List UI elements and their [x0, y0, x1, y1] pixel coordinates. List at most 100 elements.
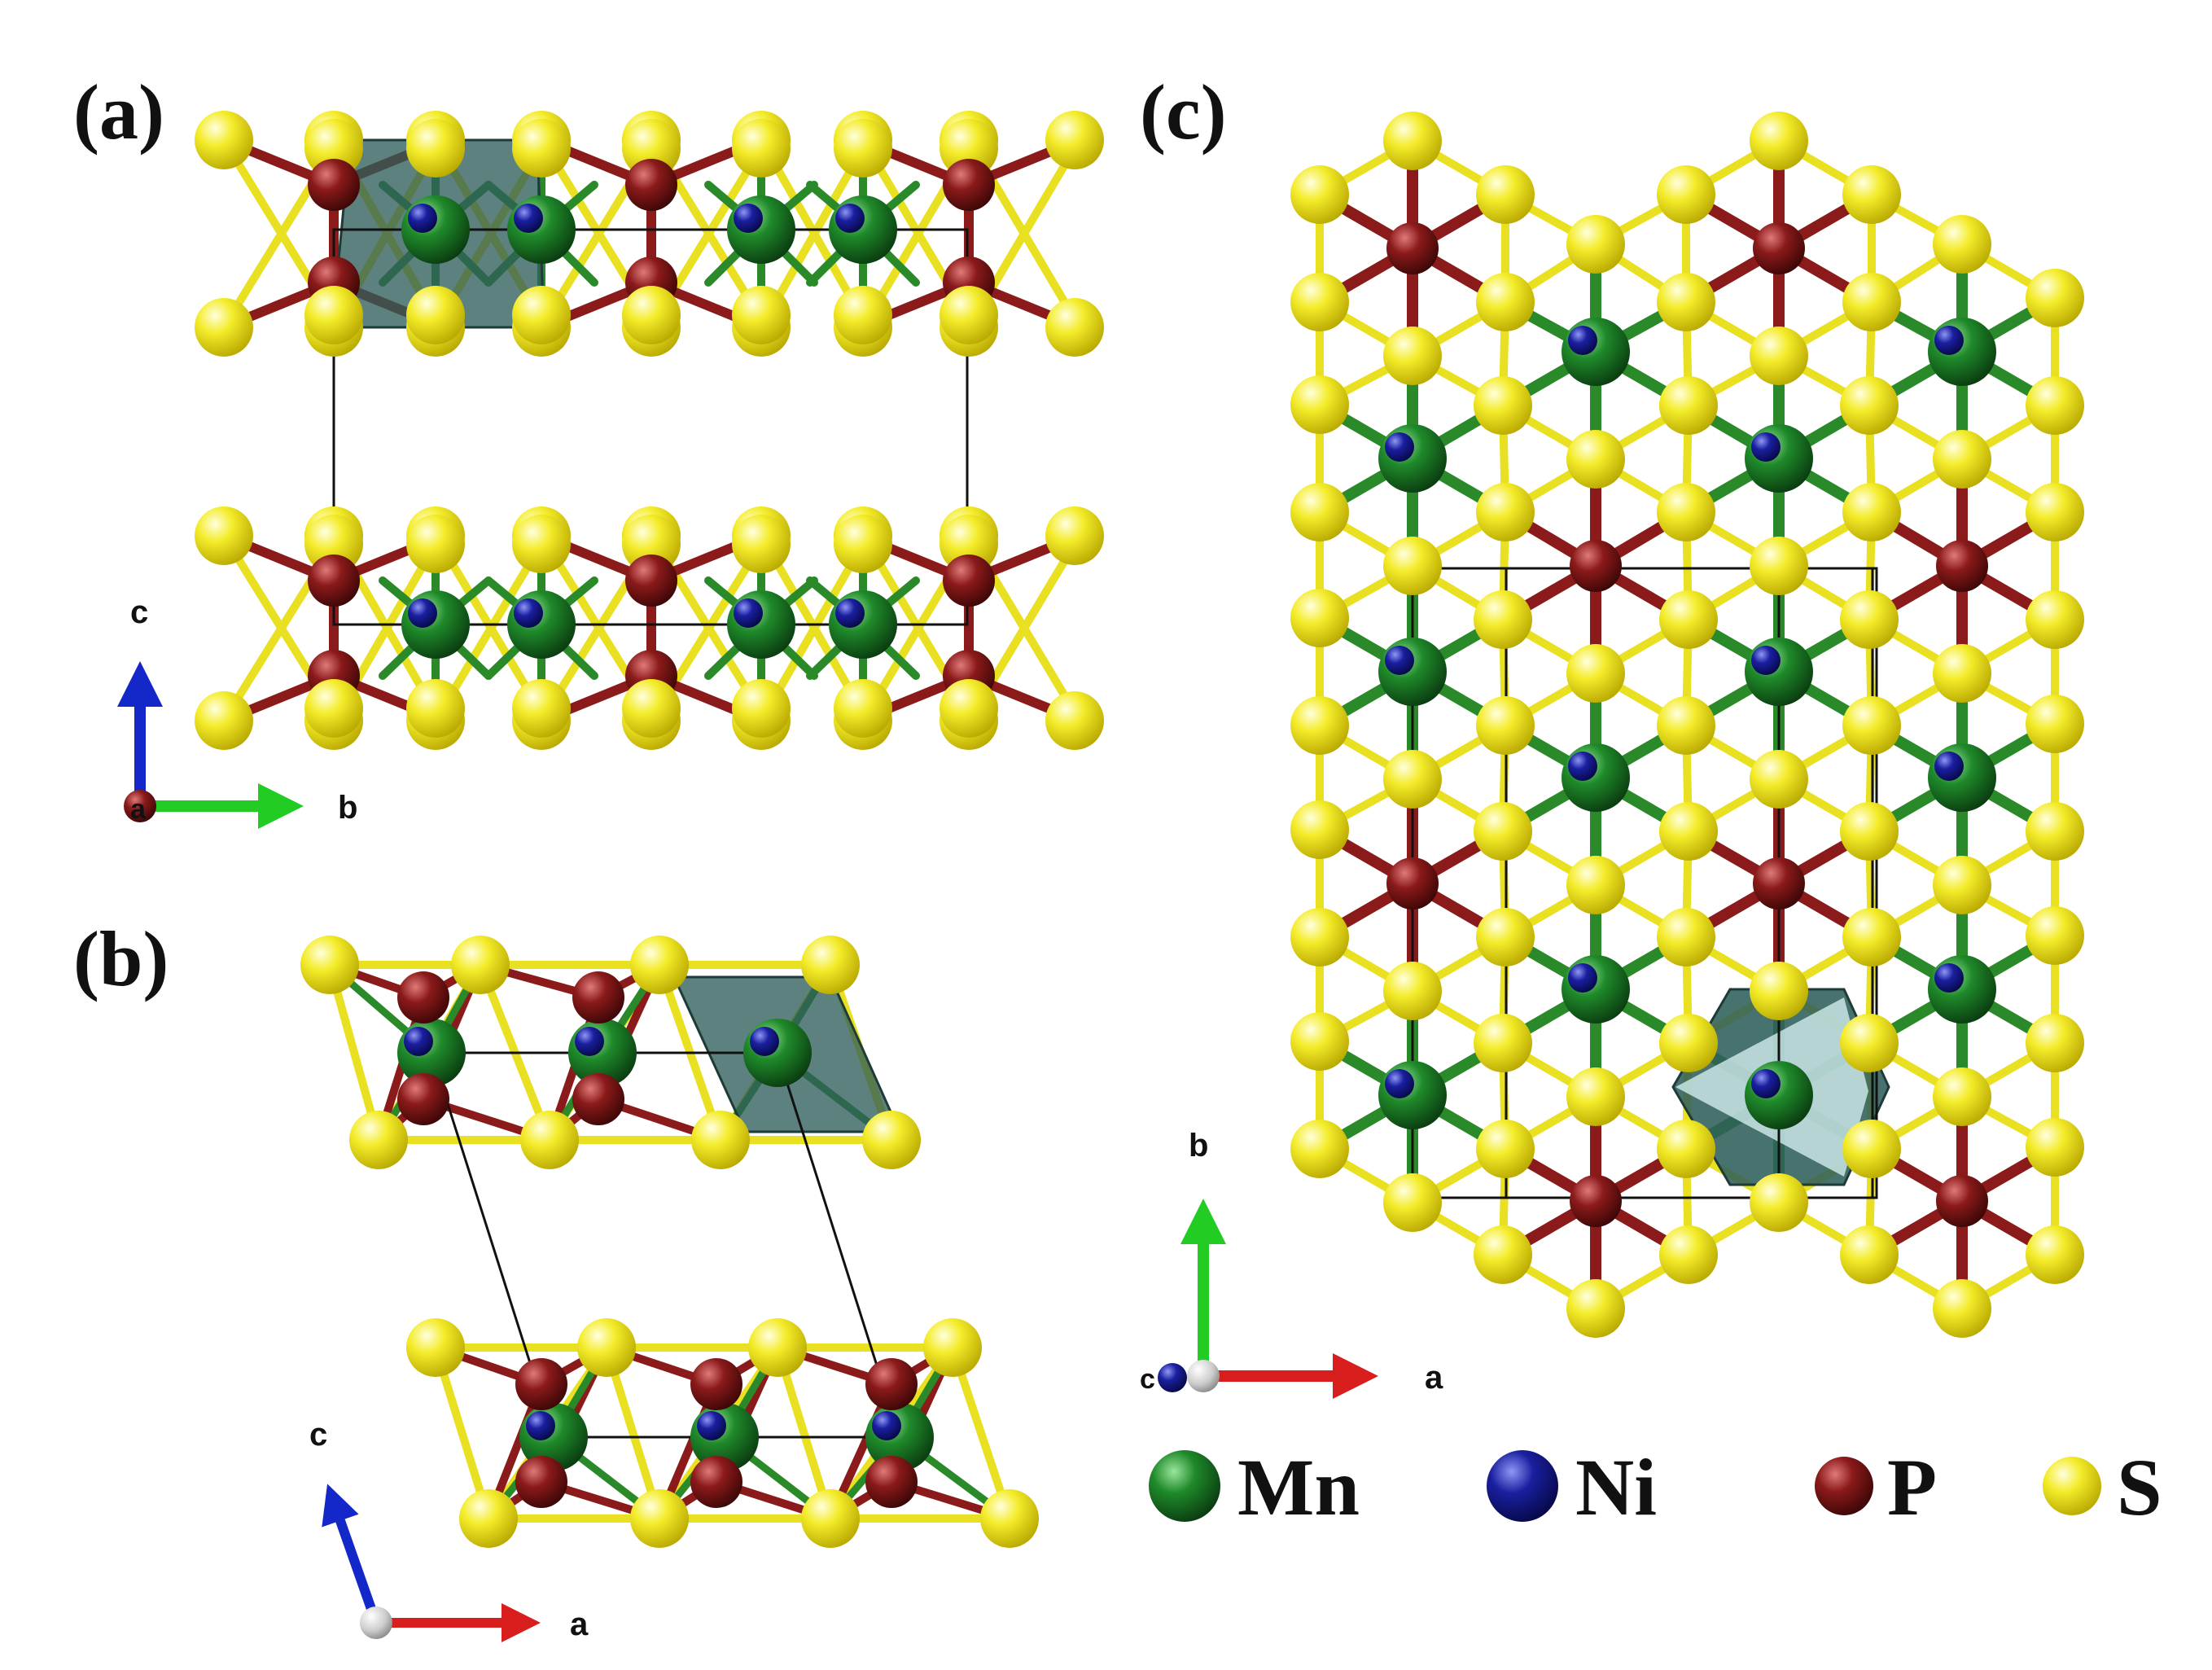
s-atom: [1840, 590, 1899, 649]
s-atom: [2026, 695, 2084, 753]
p-atom: [308, 554, 360, 607]
p-atom: [865, 1456, 918, 1508]
mn-atom: [1928, 743, 1996, 812]
s-atom: [1383, 537, 1442, 595]
p-atom: [865, 1358, 918, 1410]
s-atom: [2026, 269, 2084, 327]
p-atom: [308, 159, 360, 211]
s-atom: [1476, 165, 1535, 224]
s-atom: [1659, 376, 1718, 435]
p-atom: [690, 1456, 742, 1508]
s-atom: [2026, 376, 2084, 435]
mn-atom: [1378, 424, 1447, 493]
s-atom: [1290, 696, 1349, 755]
s-atom: [1383, 962, 1442, 1020]
ni-site-marker: [1568, 963, 1597, 993]
s-atom: [1933, 1279, 1991, 1338]
s-atom: [406, 1318, 465, 1377]
mn-atom: [727, 590, 795, 659]
mn-atom: [829, 590, 897, 659]
s-atom: [406, 679, 465, 738]
s-atom: [512, 119, 571, 178]
ni-site-marker: [404, 1027, 433, 1056]
legend-swatch-mn: [1149, 1450, 1220, 1522]
s-atom: [732, 119, 791, 178]
panel-b-atoms: [300, 936, 1039, 1548]
p-atom: [1936, 540, 1988, 592]
s-atom: [1383, 327, 1442, 385]
p-atom: [943, 159, 995, 211]
s-atom: [1933, 215, 1991, 274]
p-atom: [1386, 857, 1439, 910]
s-atom: [732, 286, 791, 344]
s-atom: [1657, 165, 1715, 224]
legend-swatch-ni: [1487, 1450, 1558, 1522]
panel-b-structure: [300, 936, 1039, 1548]
s-atom: [577, 1318, 636, 1377]
s-atom: [195, 111, 253, 169]
s-atom: [406, 119, 465, 178]
panel-c-structure: [1290, 112, 2084, 1338]
s-atom: [732, 515, 791, 573]
legend-swatch-p: [1815, 1457, 1873, 1515]
s-atom: [834, 119, 892, 178]
s-atom: [1566, 644, 1625, 703]
panel-a-structure: [195, 111, 1104, 750]
mn-atom: [743, 1019, 812, 1087]
s-atom: [1933, 1067, 1991, 1126]
mn-atom: [401, 590, 470, 659]
s-atom: [1290, 165, 1349, 224]
p-atom: [572, 1073, 624, 1125]
s-atom: [195, 691, 253, 750]
p-atom: [625, 159, 677, 211]
s-atom: [940, 119, 998, 178]
s-atom: [1383, 1173, 1442, 1232]
s-atom: [1933, 856, 1991, 914]
ni-site-marker: [526, 1411, 555, 1440]
s-atom: [1840, 1225, 1899, 1284]
s-atom: [2026, 1225, 2084, 1284]
p-atom: [397, 1073, 449, 1125]
s-atom: [2026, 590, 2084, 649]
s-atom: [1659, 1225, 1718, 1284]
s-atom: [1657, 1120, 1715, 1178]
p-atom: [515, 1456, 567, 1508]
c-axis-origin-dot: [1158, 1363, 1187, 1392]
s-atom: [1657, 908, 1715, 966]
s-atom: [304, 679, 363, 738]
ni-site-marker: [750, 1027, 779, 1056]
ni-site-marker: [835, 598, 865, 628]
p-atom: [1753, 222, 1805, 274]
s-atom: [406, 286, 465, 344]
s-atom: [1476, 273, 1535, 331]
s-atom: [1290, 483, 1349, 541]
s-atom: [2026, 483, 2084, 541]
mn-atom: [1562, 955, 1630, 1023]
s-atom: [1842, 273, 1901, 331]
ni-site-marker: [408, 204, 437, 233]
p-atom: [943, 554, 995, 607]
s-atom: [2026, 906, 2084, 965]
mn-atom: [1562, 318, 1630, 386]
s-atom: [1290, 589, 1349, 647]
ni-site-marker: [1751, 646, 1781, 675]
bond: [602, 1343, 664, 1523]
legend-label-s: S: [2117, 1442, 2162, 1532]
s-atom: [1290, 273, 1349, 331]
panel-a-atoms: [195, 111, 1104, 750]
mn-atom: [829, 195, 897, 264]
axis-label-a: a: [570, 1606, 589, 1642]
p-atom: [1753, 857, 1805, 910]
s-atom: [1842, 483, 1901, 541]
s-atom: [1842, 165, 1901, 224]
s-atom: [1290, 908, 1349, 966]
legend: Mn Ni P S: [1149, 1442, 2162, 1532]
s-atom: [349, 1111, 408, 1169]
s-atom: [691, 1111, 750, 1169]
s-atom: [451, 936, 510, 994]
mn-atom: [1378, 638, 1447, 706]
axis-label-b: b: [338, 790, 357, 826]
mn-atom: [1745, 1061, 1813, 1129]
s-atom: [1842, 908, 1901, 966]
p-atom: [515, 1358, 567, 1410]
